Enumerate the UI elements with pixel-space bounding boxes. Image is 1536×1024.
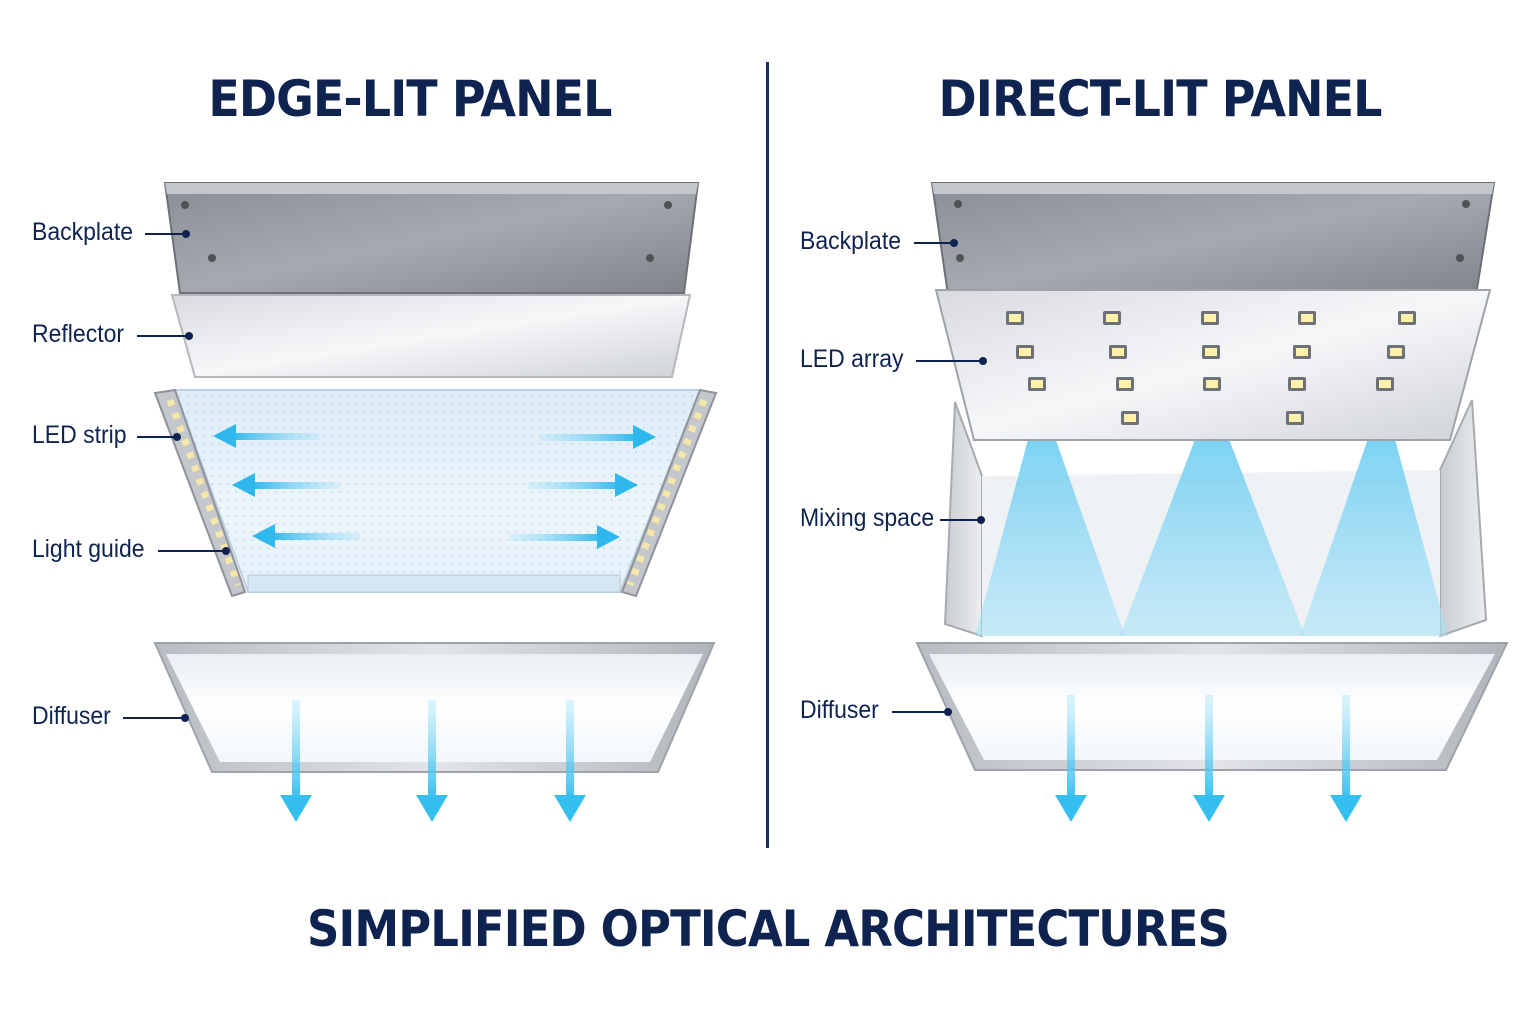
edge-backplate-label: Backplate	[32, 218, 134, 246]
edge-output-arrows	[280, 700, 586, 822]
bottom-title: SIMPLIFIED OPTICAL ARCHITECTURES	[306, 900, 1230, 958]
edge-led-strip-right	[620, 388, 718, 598]
led-chip-glow	[1390, 348, 1402, 356]
led-chip-glow	[1112, 348, 1124, 356]
direct-backplate-label: Backplate	[800, 227, 902, 255]
direct-leader-lines	[892, 239, 987, 716]
led-chip-glow	[1019, 348, 1031, 356]
edge-guide-arrows	[213, 424, 656, 549]
led-chip-glow	[1124, 414, 1136, 422]
direct-backplate	[930, 182, 1496, 296]
led-chip-glow	[1205, 348, 1217, 356]
direct-diffuser-label: Diffuser	[800, 696, 879, 724]
center-divider	[766, 62, 769, 848]
direct-led-array-label: LED array	[800, 345, 904, 373]
led-chip-glow	[1206, 380, 1218, 388]
edge-light-guide-label: Light guide	[32, 535, 145, 563]
led-chip-glow	[1291, 380, 1303, 388]
edge-led-strip-label: LED strip	[32, 421, 127, 449]
direct-output-arrows	[1055, 695, 1362, 822]
led-chip-glow	[1031, 380, 1043, 388]
edge-lit-title: EDGE-LIT PANEL	[208, 70, 612, 128]
led-chip-glow	[1379, 380, 1391, 388]
direct-led-array	[934, 289, 1492, 441]
edge-reflector-label: Reflector	[32, 320, 125, 348]
led-chip-glow	[1401, 314, 1413, 322]
edge-leader-lines	[123, 230, 230, 722]
led-chip-glow	[1296, 348, 1308, 356]
led-chip-glow	[1119, 380, 1131, 388]
edge-led-strip-left	[153, 388, 247, 598]
edge-diffuser-label: Diffuser	[32, 702, 111, 730]
direct-light-beams	[975, 395, 1448, 636]
edge-reflector	[170, 294, 692, 378]
edge-backplate	[163, 182, 700, 294]
direct-lit-title: DIRECT-LIT PANEL	[938, 70, 1382, 128]
led-chip-glow	[1289, 414, 1301, 422]
led-chip-glow	[1301, 314, 1313, 322]
led-chip-glow	[1009, 314, 1021, 322]
direct-mixing-space-label: Mixing space	[800, 504, 935, 532]
led-chip-glow	[1106, 314, 1118, 322]
led-chip-glow	[1204, 314, 1216, 322]
